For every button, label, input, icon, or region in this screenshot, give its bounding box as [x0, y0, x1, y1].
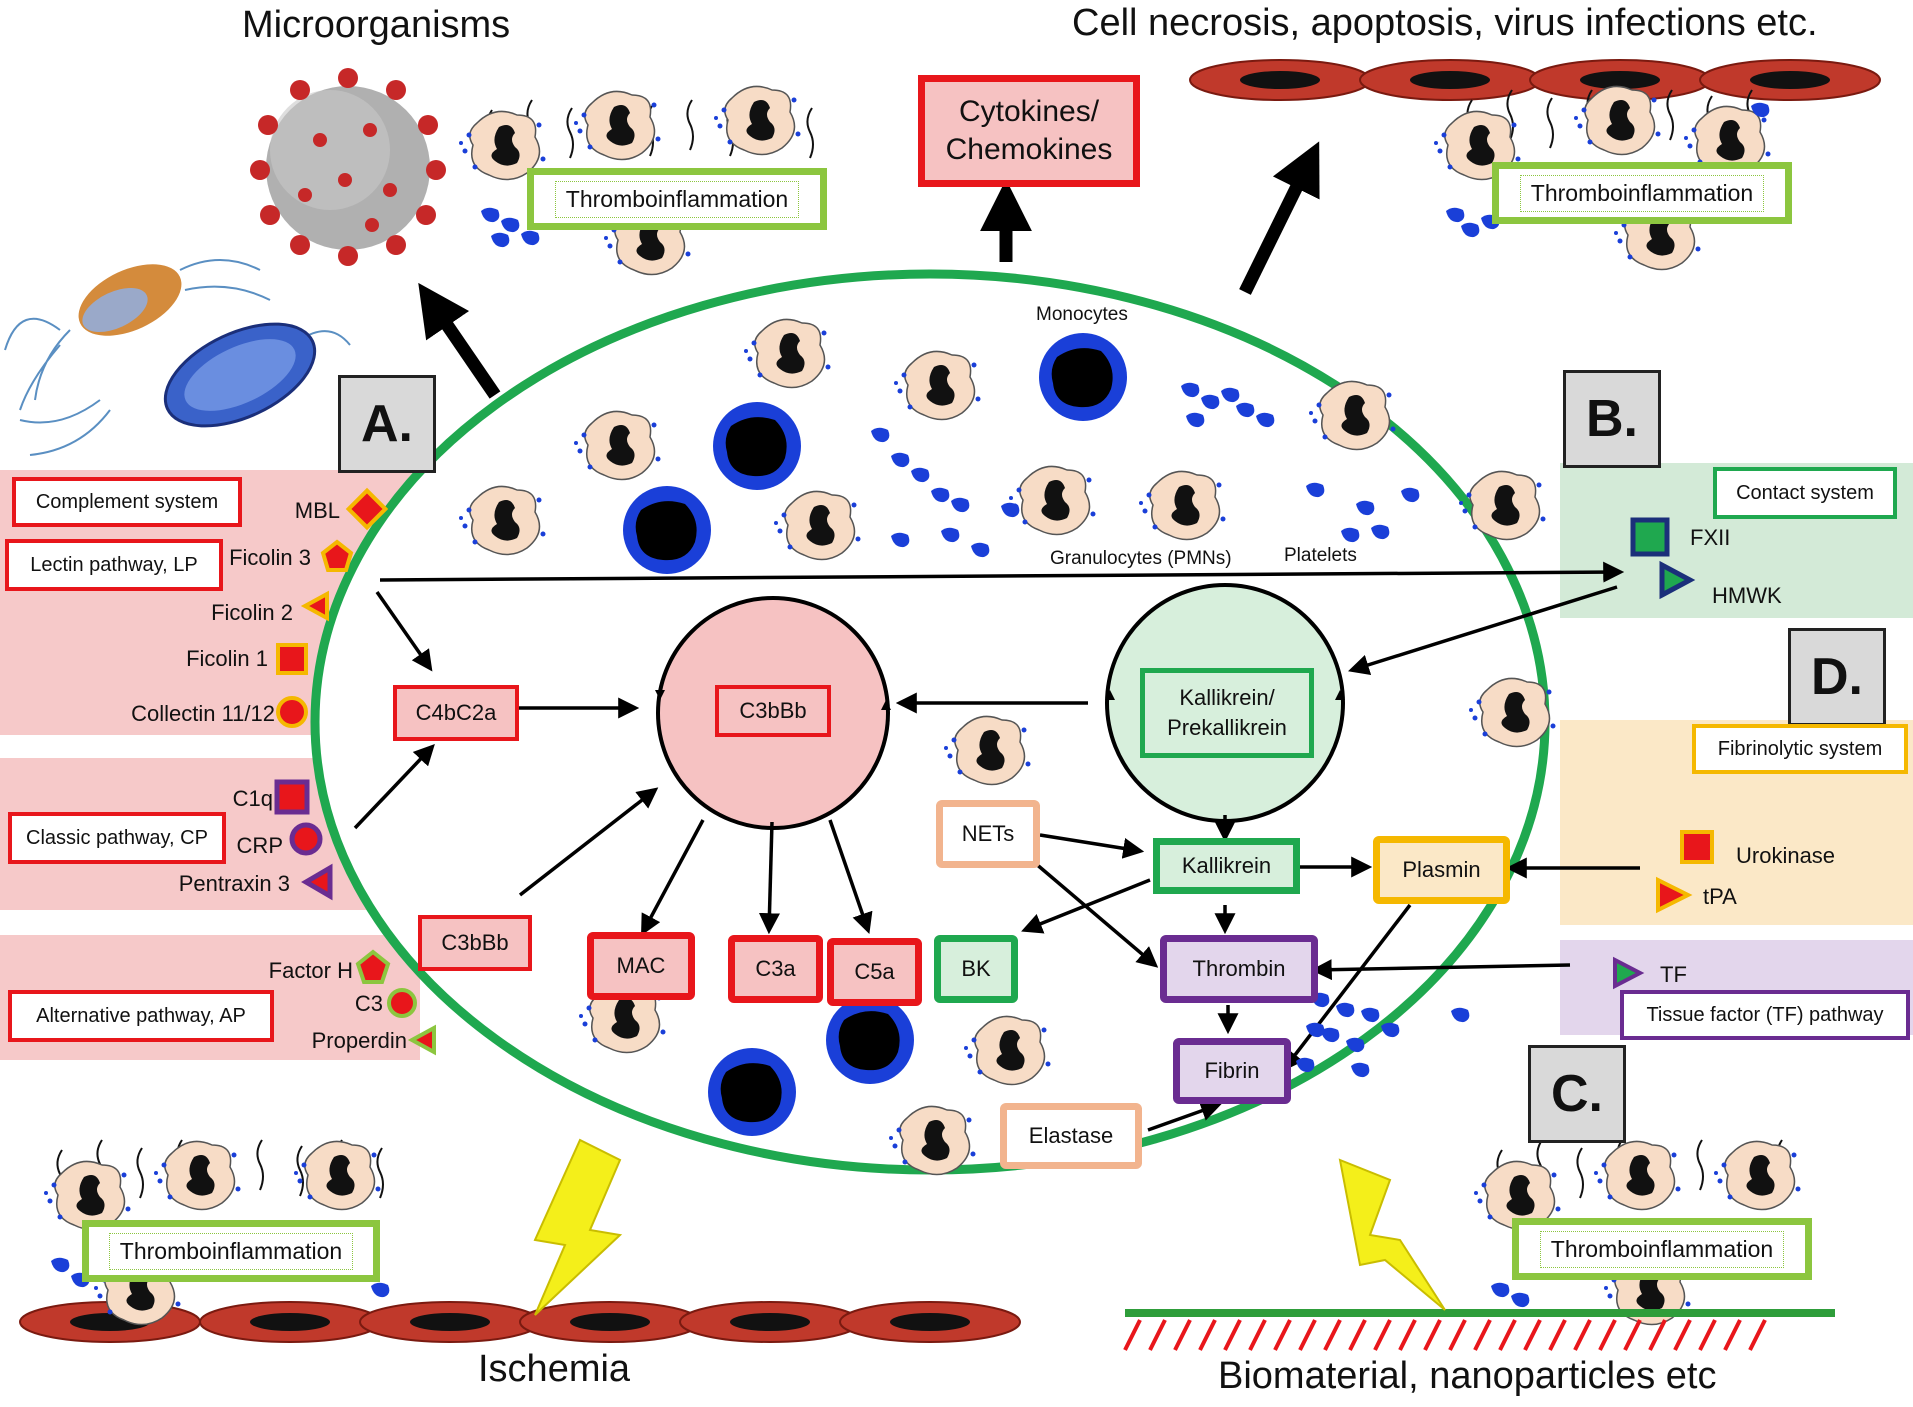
- thrombo-label-top-right: Thromboinflammation: [1492, 162, 1792, 224]
- node-c4bc2a: C4bC2a: [393, 685, 519, 741]
- member-properdin: Properdin: [311, 1028, 407, 1053]
- heading-microorganisms: Microorganisms: [242, 4, 511, 46]
- lectin-pathway-label: Lectin pathway, LP: [5, 539, 223, 591]
- node-kk-line-2: Prekallikrein: [1167, 715, 1287, 740]
- node-kallikrein-prekallikrein: Kallikrein/ Prekallikrein: [1140, 668, 1314, 758]
- thrombo-label-bottom-left: Thromboinflammation: [82, 1220, 380, 1282]
- section-letter-b: B.: [1563, 370, 1661, 468]
- node-mac: MAC: [587, 932, 695, 1000]
- caption-biomaterial: Biomaterial, nanoparticles etc: [1218, 1355, 1717, 1397]
- node-kk-line-1: Kallikrein/: [1179, 685, 1275, 710]
- member-hmwk: HMWK: [1712, 583, 1782, 608]
- member-factor-h: Factor H: [268, 958, 353, 983]
- section-letter-d: D.: [1788, 628, 1886, 726]
- section-letter-c: C.: [1528, 1045, 1626, 1143]
- section-letter-a: A.: [338, 375, 436, 473]
- member-mbl: MBL: [294, 498, 340, 523]
- member-fxii: FXII: [1690, 525, 1731, 550]
- member-c1q: C1q: [232, 786, 273, 811]
- node-c3a: C3a: [728, 935, 823, 1003]
- node-c5a: C5a: [827, 938, 922, 1006]
- node-c3bbb-center: C3bBb: [715, 685, 831, 737]
- contact-system-title: Contact system: [1713, 467, 1897, 519]
- node-plasmin: Plasmin: [1373, 836, 1510, 904]
- thrombo-label-top-left: Thromboinflammation: [527, 168, 827, 230]
- node-bk: BK: [934, 935, 1018, 1003]
- member-c3: C3: [354, 991, 383, 1016]
- virus-icon: [250, 68, 446, 266]
- node-elastase: Elastase: [1000, 1103, 1142, 1169]
- label-granulocytes: Granulocytes (PMNs): [1050, 548, 1232, 569]
- alternative-pathway-label: Alternative pathway, AP: [8, 990, 274, 1042]
- tissue-factor-title: Tissue factor (TF) pathway: [1620, 990, 1910, 1040]
- member-crp: CRP: [236, 833, 283, 858]
- label-monocytes: Monocytes: [1036, 304, 1128, 325]
- member-urokinase: Urokinase: [1736, 843, 1836, 868]
- member-ficolin-3: Ficolin 3: [229, 545, 311, 570]
- complement-system-title: Complement system: [12, 477, 242, 527]
- lightning-icon-biomaterial: [1338, 1158, 1446, 1311]
- caption-ischemia: Ischemia: [478, 1348, 631, 1390]
- bacteria-icon: [4, 259, 351, 456]
- label-platelets: Platelets: [1284, 545, 1357, 566]
- heading-cell-necrosis: Cell necrosis, apoptosis, virus infectio…: [1072, 2, 1818, 44]
- member-tpa: tPA: [1703, 884, 1737, 909]
- member-ficolin-1: Ficolin 1: [186, 646, 268, 671]
- node-thrombin: Thrombin: [1160, 935, 1318, 1003]
- node-fibrin: Fibrin: [1173, 1038, 1291, 1104]
- node-nets: NETs: [936, 800, 1040, 868]
- node-kallikrein: Kallikrein: [1153, 838, 1300, 894]
- member-ficolin-2: Ficolin 2: [211, 600, 293, 625]
- member-collectin: Collectin 11/12: [131, 701, 275, 726]
- fibrinolytic-system-title: Fibrinolytic system: [1692, 724, 1908, 774]
- cytokines-line-1: Cytokines/: [958, 95, 1100, 128]
- cytokines-box: Cytokines/ Chemokines: [918, 75, 1140, 187]
- member-tf: TF: [1660, 962, 1687, 987]
- lightning-icon-ischemia: [533, 1138, 623, 1316]
- classic-pathway-label: Classic pathway, CP: [8, 812, 226, 864]
- cytokines-line-2: Chemokines: [945, 133, 1113, 166]
- member-pentraxin-3: Pentraxin 3: [178, 871, 290, 896]
- node-c3bbb-lower: C3bBb: [418, 915, 532, 971]
- thrombo-label-bottom-right: Thromboinflammation: [1512, 1218, 1812, 1280]
